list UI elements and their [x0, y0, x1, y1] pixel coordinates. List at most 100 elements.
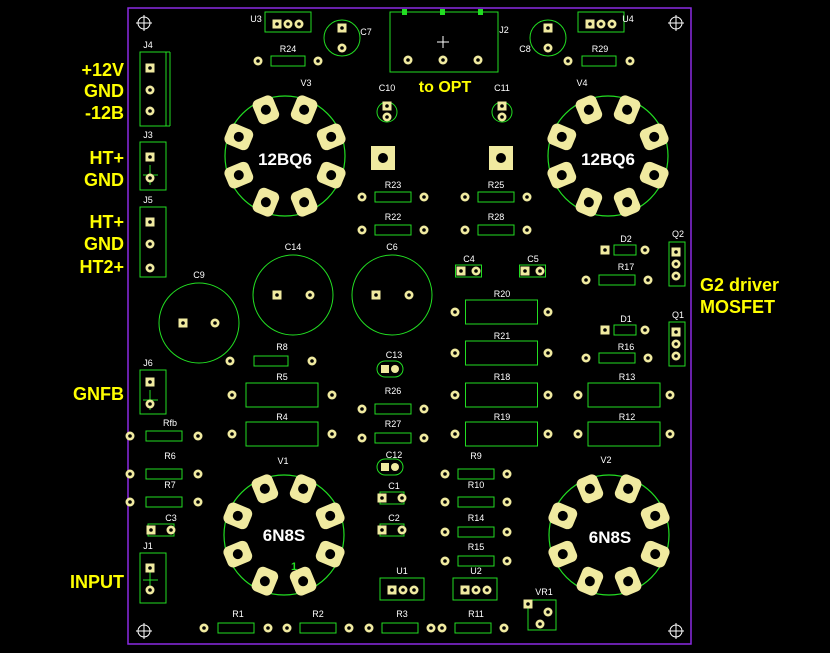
resistor: [357, 191, 429, 203]
resistor: [450, 382, 553, 408]
resistor: [357, 432, 429, 444]
ref-r4: R4: [276, 412, 288, 422]
ref-r7: R7: [164, 480, 176, 490]
ref-u2: U2: [470, 566, 482, 576]
g2-mosfet-label: MOSFET: [700, 297, 775, 317]
capacitor: [600, 324, 650, 336]
pin1-mark: 1: [291, 561, 297, 573]
resistor: [364, 622, 436, 634]
ref-j3: J3: [143, 130, 153, 140]
ref-c2: C2: [388, 513, 400, 523]
ref-u3: U3: [250, 14, 262, 24]
j5-label-ht2: HT2+: [79, 257, 124, 277]
ref-r11: R11: [468, 609, 484, 619]
g2-driver-label: G2 driver: [700, 275, 780, 295]
resistor: [357, 403, 429, 415]
ref-r28: R28: [488, 212, 505, 222]
ref-j4: J4: [143, 40, 153, 50]
ref-c5: C5: [527, 254, 539, 264]
capacitor: [376, 458, 404, 476]
resistor: [460, 224, 532, 236]
capacitor: [455, 264, 482, 278]
ref-r27: R27: [385, 419, 402, 429]
ref-d2: D2: [620, 234, 632, 244]
capacitor: [377, 491, 407, 505]
capacitor: [377, 523, 407, 537]
ref-r26: R26: [385, 386, 402, 396]
ref-r21: R21: [494, 331, 511, 341]
j4-label-12v: +12V: [81, 60, 124, 80]
resistor: [440, 526, 512, 538]
ref-r16: R16: [618, 342, 635, 352]
resistor: [440, 496, 512, 508]
ref-r17: R17: [618, 262, 635, 272]
capacitor: [376, 360, 404, 378]
j1-label-input: INPUT: [70, 572, 124, 592]
ref-j6: J6: [143, 358, 153, 368]
ref-u4: U4: [622, 14, 634, 24]
opt-label: to OPT: [419, 79, 472, 96]
resistor: [227, 382, 337, 408]
ref-r13: R13: [619, 372, 636, 382]
tube-socket: [547, 95, 669, 217]
ref-c11: C11: [494, 83, 510, 93]
resistor: [450, 421, 553, 447]
connector-j5: [139, 206, 167, 278]
resistor: [125, 430, 203, 442]
ref-r19: R19: [494, 412, 511, 422]
ref-r18: R18: [494, 372, 511, 382]
ref-v4: V4: [576, 78, 587, 88]
ref-c9: C9: [193, 270, 205, 280]
resistor: [227, 421, 337, 447]
passive-components: [125, 55, 675, 634]
ref-c4: C4: [463, 254, 475, 264]
ref-j2: J2: [499, 25, 509, 35]
ref-r23: R23: [385, 180, 402, 190]
ref-c14: C14: [285, 242, 302, 252]
j5-label-ht: HT+: [89, 212, 124, 232]
resistor: [581, 352, 653, 364]
connector-j4: [139, 51, 171, 127]
ref-vr1: VR1: [535, 587, 553, 597]
ref-r25: R25: [488, 180, 505, 190]
capacitor: [600, 244, 650, 256]
ref-c12: C12: [386, 450, 403, 460]
j3-label-ht: HT+: [89, 148, 124, 168]
resistor: [437, 622, 509, 634]
tube-v3-label: 12BQ6: [258, 150, 312, 169]
resistor: [440, 555, 512, 567]
ref-d1: D1: [620, 314, 632, 324]
j5-label-gnd: GND: [84, 234, 124, 254]
tube-v2-label: 6N8S: [589, 528, 632, 547]
resistor: [450, 299, 553, 325]
resistor: [563, 55, 635, 67]
ref-r29: R29: [592, 44, 609, 54]
resistor: [125, 496, 203, 508]
board-outline: [127, 7, 692, 645]
ref-r5: R5: [276, 372, 288, 382]
ref-r8: R8: [276, 342, 288, 352]
ref-c3: C3: [165, 513, 177, 523]
ref-q2: Q2: [672, 229, 684, 239]
ref-c10: C10: [379, 83, 396, 93]
ref-u1: U1: [396, 566, 408, 576]
ref-r22: R22: [385, 212, 402, 222]
ref-v3: V3: [300, 78, 311, 88]
connector-j1: [139, 552, 167, 604]
ref-c6: C6: [386, 242, 398, 252]
ref-rfb: Rfb: [163, 418, 177, 428]
resistor: [253, 55, 323, 67]
ref-c13: C13: [386, 350, 403, 360]
resistor: [573, 382, 675, 408]
ref-q1: Q1: [672, 310, 684, 320]
ref-r10: R10: [468, 480, 485, 490]
resistor: [440, 468, 512, 480]
j4-label-gnd: GND: [84, 81, 124, 101]
tube-v4-label: 12BQ6: [581, 150, 635, 169]
resistor: [450, 340, 553, 366]
ref-c7: C7: [360, 27, 372, 37]
resistor: [460, 191, 532, 203]
resistor: [225, 355, 317, 367]
j6-label-gnfb: GNFB: [73, 384, 124, 404]
